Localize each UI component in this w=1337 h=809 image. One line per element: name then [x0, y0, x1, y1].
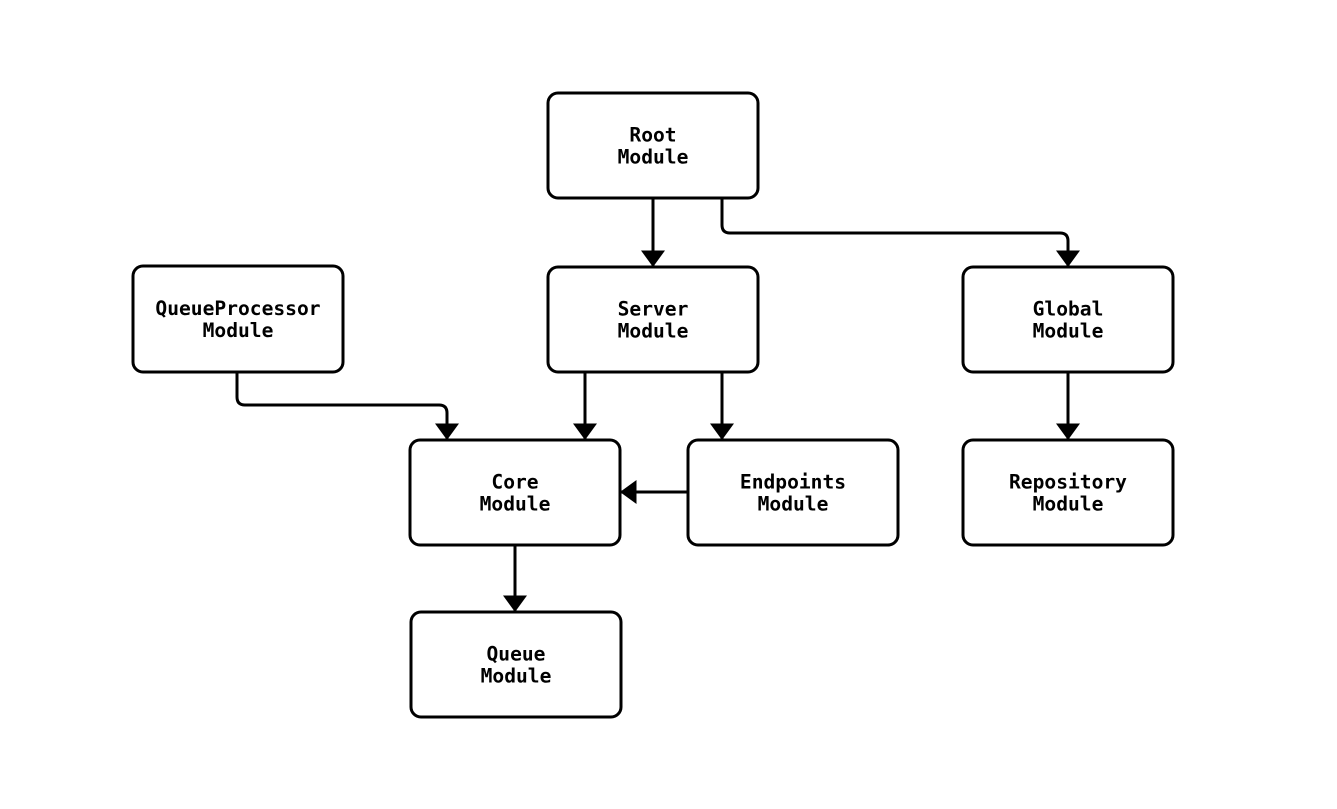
- node-repository-module-box: [961, 438, 1175, 547]
- node-global-module-box: [961, 265, 1175, 374]
- node-queueprocessor-module-label-line2: Module: [203, 319, 274, 342]
- node-endpoints-module-box: [686, 438, 900, 547]
- node-server-module-box: [546, 265, 760, 374]
- node-queue-module-label-line2: Module: [481, 665, 552, 688]
- node-global-module-label-line2: Module: [1033, 320, 1104, 343]
- node-queueprocessor-module-box: [131, 264, 345, 374]
- node-global-module-label-line1: Global: [1033, 298, 1104, 321]
- node-endpoints-module-label-line2: Module: [758, 493, 829, 516]
- node-root-module-label-line1: Root: [629, 124, 676, 147]
- node-endpoints-module-label-line1: Endpoints: [740, 471, 846, 494]
- node-queue-module-box: [409, 610, 623, 719]
- node-core-module-label-line1: Core: [491, 471, 538, 494]
- node-repository-module-label-line1: Repository: [1009, 471, 1127, 494]
- node-repository-module-label-line2: Module: [1033, 493, 1104, 516]
- node-server-module-label-line2: Module: [618, 320, 689, 343]
- edge-root-module-to-global-module: [720, 198, 1080, 267]
- node-core-module-box: [408, 438, 622, 547]
- node-queueprocessor-module-label-line1: QueueProcessor: [155, 297, 320, 320]
- edge-queueprocessor-module-to-core-module: [235, 372, 459, 440]
- node-root-module-box: [546, 91, 760, 200]
- node-server-module-label-line1: Server: [618, 298, 689, 321]
- node-core-module-label-line2: Module: [480, 493, 551, 516]
- node-queue-module-label-line1: Queue: [487, 643, 546, 666]
- node-root-module-label-line2: Module: [618, 146, 689, 169]
